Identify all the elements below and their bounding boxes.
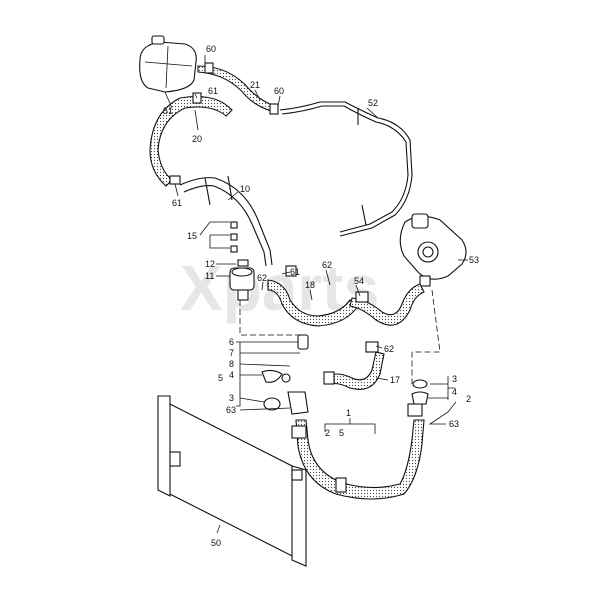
callout-62: 62 — [322, 260, 332, 270]
callout-62: 62 — [384, 344, 394, 354]
callout-61: 61 — [290, 267, 300, 277]
callout-17: 17 — [390, 375, 400, 385]
dashed-line-thermostat — [411, 289, 441, 384]
callout-54: 54 — [354, 276, 364, 286]
callout-53: 53 — [469, 255, 479, 265]
callout-1: 1 — [346, 408, 351, 418]
callout-3: 3 — [452, 374, 457, 384]
callout-63: 63 — [226, 405, 236, 415]
dashed-line-pump — [239, 300, 300, 336]
pipe-10 — [179, 175, 273, 267]
hose-21 — [197, 62, 279, 115]
callout-61: 61 — [172, 198, 182, 208]
hose-17 — [323, 341, 385, 390]
leader-lines — [164, 55, 468, 534]
callout-11: 11 — [205, 271, 214, 281]
callout-4: 4 — [229, 370, 234, 380]
callout-50: 50 — [211, 538, 221, 548]
callout-labels: 60 21 60 52 61 51 20 61 10 15 12 11 62 6… — [163, 44, 479, 548]
callout-10: 10 — [240, 184, 250, 194]
callout-12: 12 — [205, 259, 215, 269]
callout-21: 21 — [250, 80, 260, 90]
callout-18: 18 — [305, 280, 315, 290]
callout-5: 5 — [218, 373, 223, 383]
callout-61: 61 — [208, 86, 218, 96]
hose-1 — [291, 403, 425, 500]
connector-assembly-2 — [411, 379, 429, 405]
callout-60: 60 — [274, 86, 284, 96]
callout-6: 6 — [229, 337, 234, 347]
callout-62: 62 — [257, 273, 267, 283]
callout-4: 4 — [452, 387, 457, 397]
callout-51: 51 — [163, 106, 173, 116]
expansion-tank — [139, 35, 197, 93]
callout-8: 8 — [229, 359, 234, 369]
callout-3: 3 — [229, 393, 234, 403]
radiator-50 — [157, 395, 307, 567]
callout-63: 63 — [449, 419, 459, 429]
callout-2: 2 — [466, 394, 471, 404]
callout-2: 2 — [325, 428, 330, 438]
callout-52: 52 — [368, 98, 378, 108]
hose-54 — [349, 283, 425, 326]
callout-5: 5 — [339, 428, 344, 438]
callout-15: 15 — [187, 231, 197, 241]
callout-20: 20 — [192, 134, 202, 144]
aux-pump-11 — [229, 267, 255, 301]
callout-60: 60 — [206, 44, 216, 54]
connector-assembly-5 — [261, 334, 309, 415]
pipe-52 — [279, 101, 413, 237]
callout-7: 7 — [229, 348, 234, 358]
thermostat-housing-53 — [399, 213, 467, 287]
bolt-group-15 — [230, 221, 249, 267]
